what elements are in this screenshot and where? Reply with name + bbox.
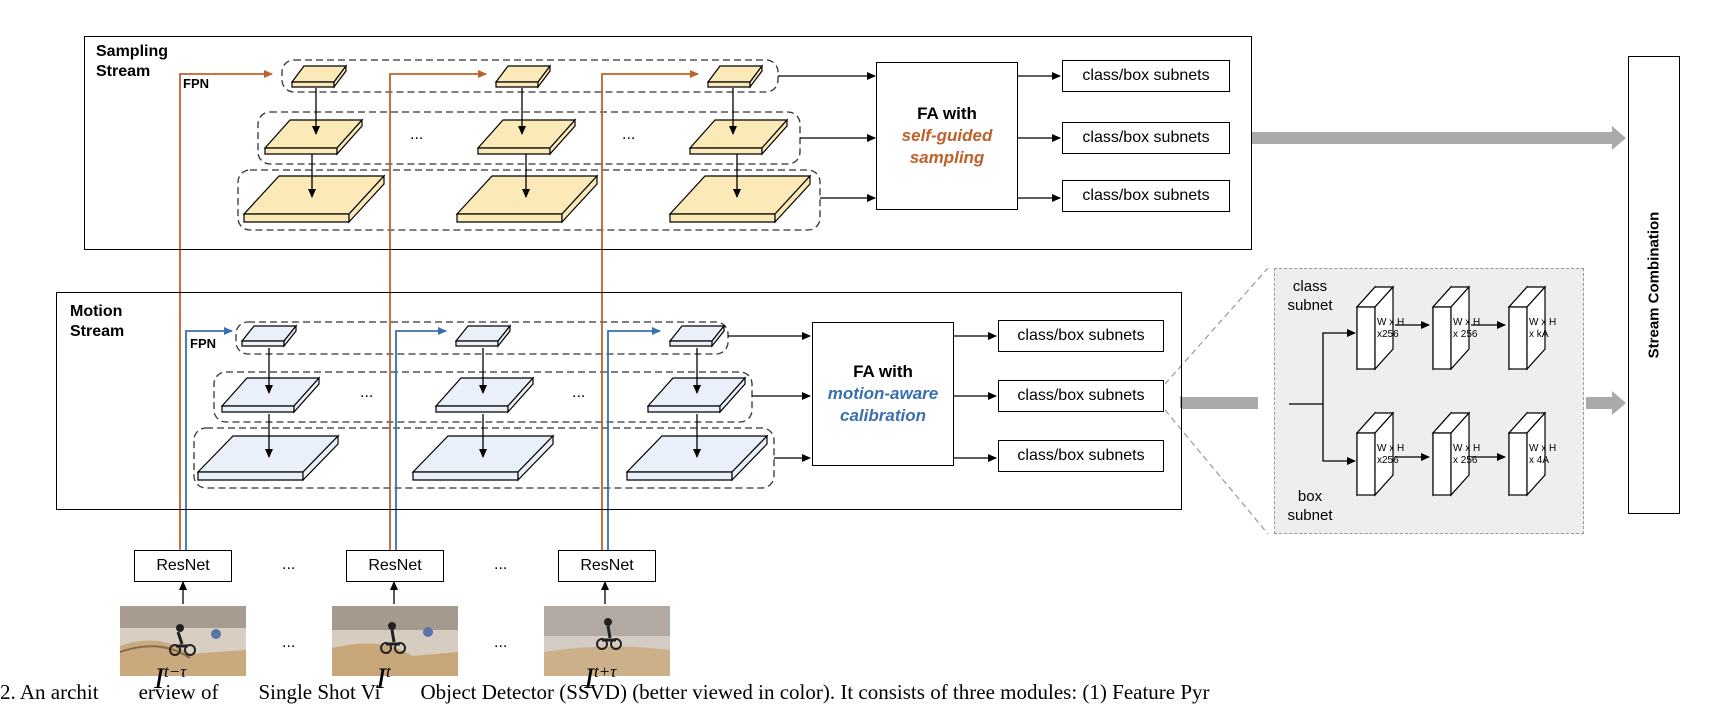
frame-image-2 [332,606,458,676]
frame-image-1 [120,606,246,676]
motion-fa-title: FA with [853,362,913,381]
sampling-subnet-1: class/box subnets [1062,60,1230,92]
motion-stream-panel [56,292,1182,510]
motion-level3-group [193,427,775,489]
sampling-level1-group [281,59,779,93]
sampling-ellipsis-1: ... [410,126,424,143]
motion-fa-to-subnet-arrows [953,332,997,462]
motion-fpn-label: FPN [190,336,216,351]
stream-combination-label: Stream Combination [1645,211,1663,359]
motion-level-arrows [265,348,701,458]
resnet-1: ResNet [134,550,232,582]
sampling-fpn-label: FPN [183,76,209,91]
sampling-subnet-2: class/box subnets [1062,122,1230,154]
stream-output-arrows [1180,126,1626,415]
motion-subnet-2: class/box subnets [998,380,1164,412]
motion-fa-module: FA with motion-aware calibration [812,322,954,466]
motion-fa-method-2: calibration [840,406,926,425]
frame-ellipsis-2: ... [494,634,508,651]
frame-label-3: It+τ [584,662,617,695]
motion-stream-label: Motion Stream [70,303,125,340]
sampling-fa-to-subnet-arrows [1018,72,1061,202]
sampling-fa-title: FA with [917,104,977,123]
motion-ellipsis-2: ... [572,384,586,401]
zoom-callout-lines [1164,267,1269,535]
sampling-level-arrows [308,88,741,198]
frame-label-2: It [376,662,391,695]
sampling-stream-label: Sampling Stream [96,43,169,80]
motion-subnet-1: class/box subnets [998,320,1164,352]
resnet-3: ResNet [558,550,656,582]
sampling-fa-module: FA with self-guided sampling [876,62,1018,210]
sampling-stream-panel [84,36,1252,250]
frame-ellipsis-1: ... [282,634,296,651]
motion-subnet-3: class/box subnets [998,440,1164,472]
sampling-fa-method-1: self-guided [901,126,993,145]
frame-label-1: It−τ [154,662,187,695]
resnet-ellipsis-2: ... [494,556,508,573]
frame-image-3 [544,606,670,676]
sampling-fa-method-2: sampling [909,148,985,167]
motion-ellipsis-1: ... [360,384,374,401]
sampling-fpn-connectors [179,70,699,553]
sampling-pyramid-groups [237,59,821,231]
sampling-ellipsis-2: ... [622,126,636,143]
subnet-detail-graph [1289,285,1547,497]
resnet-ellipsis-1: ... [282,556,296,573]
motion-fpn-connectors [185,327,661,553]
stream-combination-box: Stream Combination [1628,56,1680,514]
motion-fa-method-1: motion-aware [827,384,939,403]
motion-feature-maps [196,324,769,482]
sampling-subnet-3: class/box subnets [1062,180,1230,212]
resnet-2: ResNet [346,550,444,582]
sampling-level3-group [237,169,821,231]
motion-to-fa-arrows [728,332,811,462]
motion-level1-group [235,321,729,355]
frame-to-resnet-arrows [179,581,609,604]
sampling-to-fa-arrows [778,72,876,202]
